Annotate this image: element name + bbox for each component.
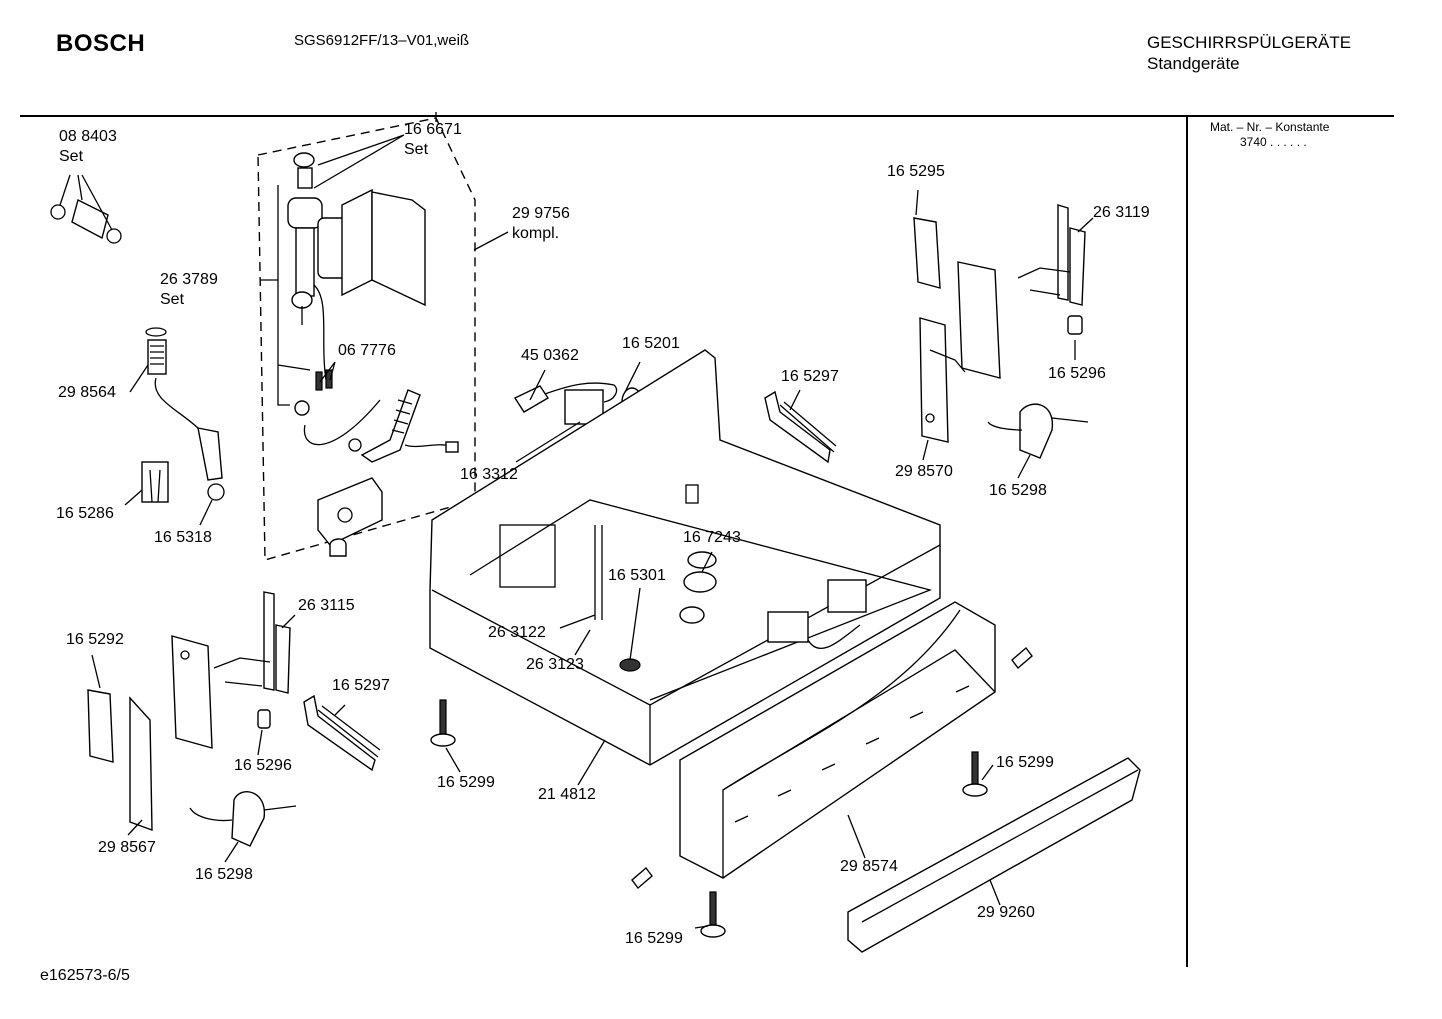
part-label-299756: 29 9756 kompl. xyxy=(512,204,570,244)
part-label-165292: 16 5292 xyxy=(66,631,124,648)
part-label-165297-bottom: 16 5297 xyxy=(332,677,390,694)
heating-spring-part-bottom xyxy=(303,694,381,772)
adjustable-foot-part-right xyxy=(962,751,988,797)
part-label-067776: 06 7776 xyxy=(338,342,396,359)
part-label-263119: 26 3119 xyxy=(1093,204,1150,221)
part-note: Set xyxy=(59,148,84,165)
coiled-hose-part xyxy=(348,389,459,463)
header-divider xyxy=(20,115,1394,117)
part-number: 26 3789 xyxy=(160,271,218,288)
assembly-group-frame xyxy=(257,117,476,561)
part-label-165318: 16 5318 xyxy=(154,529,212,546)
bracket-part-top-right xyxy=(913,217,1001,443)
part-label-298567: 29 8567 xyxy=(98,839,156,856)
part-label-165298-bottom: 16 5298 xyxy=(195,866,253,883)
side-panel-divider xyxy=(1186,115,1188,967)
cover-strip-part xyxy=(847,757,1141,953)
part-label-165299-left: 16 5299 xyxy=(437,774,495,791)
part-note: Set xyxy=(404,141,429,158)
part-label-165301: 16 5301 xyxy=(608,567,666,584)
part-label-263122: 26 3122 xyxy=(488,624,546,641)
part-label-165299-right: 16 5299 xyxy=(996,754,1054,771)
hose-clamp-set-part xyxy=(50,174,122,244)
clip-part xyxy=(141,461,169,503)
adjustable-foot-part-left xyxy=(430,699,456,747)
part-label-165298-top: 16 5298 xyxy=(989,482,1047,499)
level-sensor-part xyxy=(317,477,383,557)
part-number: 16 6671 xyxy=(404,121,462,138)
part-label-165295: 16 5295 xyxy=(887,163,945,180)
sensor-plug-part xyxy=(513,382,618,413)
part-label-165201: 16 5201 xyxy=(622,335,680,352)
part-label-450362: 45 0362 xyxy=(521,347,579,364)
part-label-166671: 16 6671 Set xyxy=(404,120,462,160)
part-label-167243: 16 7243 xyxy=(683,529,741,546)
material-constant-title: Mat. – Nr. – Konstante xyxy=(1210,120,1330,134)
base-tub-part xyxy=(429,349,941,766)
part-label-163312: 16 3312 xyxy=(460,466,518,483)
part-label-299260: 29 9260 xyxy=(977,904,1035,921)
part-label-298574: 29 8574 xyxy=(840,858,898,875)
plinth-panel-part xyxy=(679,601,996,879)
part-note: Set xyxy=(160,291,185,308)
screw-part-bottom xyxy=(631,866,653,890)
drain-hose-part xyxy=(145,327,225,501)
motor-pulley-part-bottom xyxy=(189,791,297,847)
part-label-165296-top: 16 5296 xyxy=(1048,365,1106,382)
bracket-part-263115 xyxy=(213,591,291,694)
bracket-part-263119 xyxy=(1017,204,1086,335)
model-number: SGS6912FF/13–V01,weiß xyxy=(294,32,470,49)
part-label-165297-top: 16 5297 xyxy=(781,368,839,385)
category-line-1: GESCHIRRSPÜLGERÄTE xyxy=(1147,33,1352,52)
part-number: 08 8403 xyxy=(59,128,117,145)
heating-spring-part-top xyxy=(764,390,837,464)
part-label-088403: 08 8403 Set xyxy=(59,127,117,167)
part-label-214812: 21 4812 xyxy=(538,786,596,803)
part-label-263115: 26 3115 xyxy=(298,597,355,614)
adjustable-foot-part-bottom xyxy=(700,891,726,938)
drawing-code: e162573-6/5 xyxy=(40,967,130,984)
material-constant-value: 3740 . . . . . . xyxy=(1240,135,1307,149)
category-line-2: Standgeräte xyxy=(1147,54,1240,73)
valve-assembly-part xyxy=(260,152,426,416)
part-label-165296-bottom: 16 5296 xyxy=(234,757,292,774)
screw-part-right xyxy=(1011,646,1033,670)
wire-connector-part xyxy=(303,369,381,446)
clip-part-bottom xyxy=(257,709,271,729)
motor-pulley-part-top xyxy=(987,403,1089,459)
brand-logo: BOSCH xyxy=(56,30,146,57)
part-number: 29 9756 xyxy=(512,205,570,222)
part-label-165286: 16 5286 xyxy=(56,505,114,522)
part-label-263789: 26 3789 Set xyxy=(160,270,218,310)
category-heading: GESCHIRRSPÜLGERÄTE Standgeräte xyxy=(1147,32,1351,74)
part-note: kompl. xyxy=(512,225,560,242)
material-constant-panel: Mat. – Nr. – Konstante 3740 . . . . . . xyxy=(1210,120,1329,150)
part-label-298564: 29 8564 xyxy=(58,384,116,401)
part-label-165299-bottom: 16 5299 xyxy=(625,930,683,947)
part-label-263123: 26 3123 xyxy=(526,656,584,673)
part-label-298570: 29 8570 xyxy=(895,463,953,480)
leader-lines xyxy=(91,112,1094,929)
bracket-part-165292 xyxy=(87,635,213,832)
